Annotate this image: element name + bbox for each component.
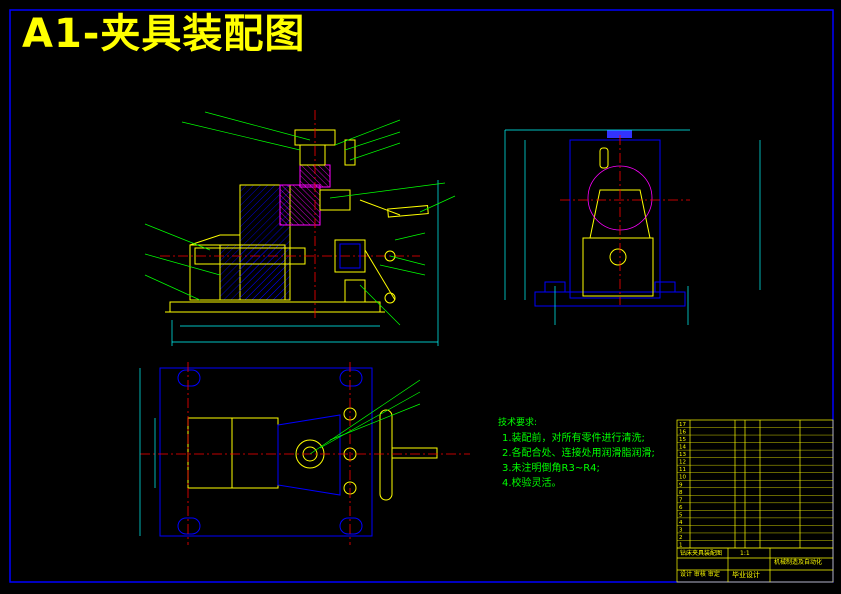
bom-part-number: 6 bbox=[679, 505, 683, 511]
bom-part-number: 16 bbox=[679, 430, 686, 436]
technical-requirements: 技术要求: 1.装配前，对所有零件进行清洗; 2.各配合处、连接处用润滑脂润滑;… bbox=[498, 416, 655, 491]
bom-part-number: 8 bbox=[679, 490, 683, 496]
bom-part-number: 3 bbox=[679, 527, 683, 533]
title-block-drawing-name: 钻床夹具装配图 bbox=[680, 550, 723, 557]
bom-part-number: 12 bbox=[679, 460, 686, 466]
bom-part-number: 11 bbox=[679, 467, 686, 473]
requirement-4: 4.校验灵活。 bbox=[502, 478, 562, 489]
bom-part-number: 5 bbox=[679, 512, 683, 518]
front-leaders bbox=[144, 111, 456, 326]
top-view bbox=[139, 362, 470, 545]
title-block-designer: 设计 审核 审定 bbox=[680, 571, 720, 578]
bom-part-number: 7 bbox=[679, 497, 683, 503]
title-block-school: 机械制造及自动化 bbox=[774, 559, 823, 566]
requirement-1: 1.装配前，对所有零件进行清洗; bbox=[502, 433, 645, 444]
title-block-graduation: 毕业设计 bbox=[732, 571, 760, 579]
requirements-heading: 技术要求: bbox=[498, 418, 538, 428]
requirement-3: 3.未注明倒角R3~R4; bbox=[502, 463, 600, 474]
bom-part-number: 13 bbox=[679, 452, 686, 458]
front-view bbox=[160, 110, 439, 346]
bom-part-number: 15 bbox=[679, 437, 686, 443]
bom-part-number: 2 bbox=[679, 535, 683, 541]
drawing-title: A1-夹具装配图 bbox=[22, 11, 306, 57]
title-block bbox=[676, 419, 834, 583]
bom-part-number: 9 bbox=[679, 482, 683, 488]
bom-part-number: 17 bbox=[679, 422, 686, 428]
bom-part-number: 1 bbox=[679, 543, 683, 549]
title-block-scale: 1:1 bbox=[740, 550, 750, 557]
requirement-2: 2.各配合处、连接处用润滑脂润滑; bbox=[502, 448, 655, 459]
side-view bbox=[504, 129, 761, 325]
drawing-frame bbox=[9, 9, 834, 583]
bom-part-number: 4 bbox=[679, 520, 683, 526]
bom-part-number: 10 bbox=[679, 475, 686, 481]
bom-part-number: 14 bbox=[679, 445, 686, 451]
